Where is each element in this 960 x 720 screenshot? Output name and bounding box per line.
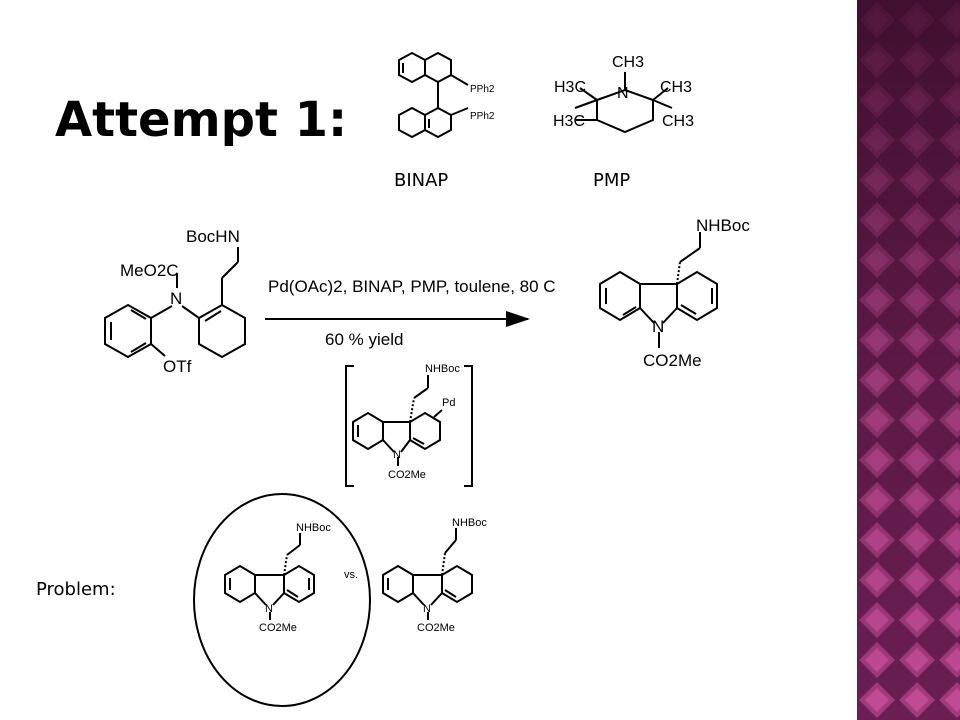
product xyxy=(599,232,718,348)
binap-pph2-bottom: PPh2 xyxy=(470,111,495,122)
pmp-label: PMP xyxy=(593,170,631,191)
problem-label: Problem: xyxy=(36,579,116,600)
pmp-n: N xyxy=(617,85,629,102)
intermediate xyxy=(345,365,473,487)
int-pd: Pd xyxy=(442,397,455,409)
pmp-me-2: CH3 xyxy=(660,79,692,96)
binap-structure xyxy=(398,51,469,139)
pmp-me-3: H3C xyxy=(553,113,585,130)
decorative-side-panel xyxy=(857,0,960,720)
reaction-conditions: Pd(OAc)2, BINAP, PMP, toulene, 80 C xyxy=(268,277,556,296)
binap-label: BINAP xyxy=(394,170,449,191)
int-nhboc: NHBoc xyxy=(425,363,460,375)
product-co2me: CO2Me xyxy=(643,351,702,370)
isomer-b-co2me: CO2Me xyxy=(417,622,455,634)
isomer-a-n: N xyxy=(265,603,273,615)
sm-n: N xyxy=(170,289,182,308)
binap-pph2-top: PPh2 xyxy=(470,84,495,95)
chemistry-drawing: PPh2 PPh2 CH3 N H3C CH3 H3C CH3 xyxy=(104,51,750,707)
int-n: N xyxy=(393,449,401,461)
pmp-me-4: CH3 xyxy=(662,113,694,130)
vs-label: vs. xyxy=(344,569,358,581)
isomer-a-co2me: CO2Me xyxy=(259,622,297,634)
problem-circle xyxy=(193,493,371,707)
problem-isomer-a xyxy=(224,533,315,620)
pmp-me-n: CH3 xyxy=(612,54,644,71)
product-n: N xyxy=(652,317,664,336)
pmp-me-1: H3C xyxy=(554,79,586,96)
isomer-a-nhboc: NHBoc xyxy=(296,522,331,534)
pmp-structure xyxy=(574,72,673,134)
reaction-yield: 60 % yield xyxy=(325,330,403,349)
starting-material xyxy=(104,247,246,359)
sm-otf: OTf xyxy=(163,357,192,376)
sm-bochn: BocHN xyxy=(186,227,240,246)
problem-isomer-b xyxy=(382,528,473,620)
sm-meo2c: MeO2C xyxy=(120,261,179,280)
slide-title: Attempt 1: xyxy=(55,92,348,148)
isomer-b-nhboc: NHBoc xyxy=(452,517,487,529)
product-nhboc: NHBoc xyxy=(696,216,750,235)
isomer-b-n: N xyxy=(423,603,431,615)
int-co2me: CO2Me xyxy=(388,469,426,481)
